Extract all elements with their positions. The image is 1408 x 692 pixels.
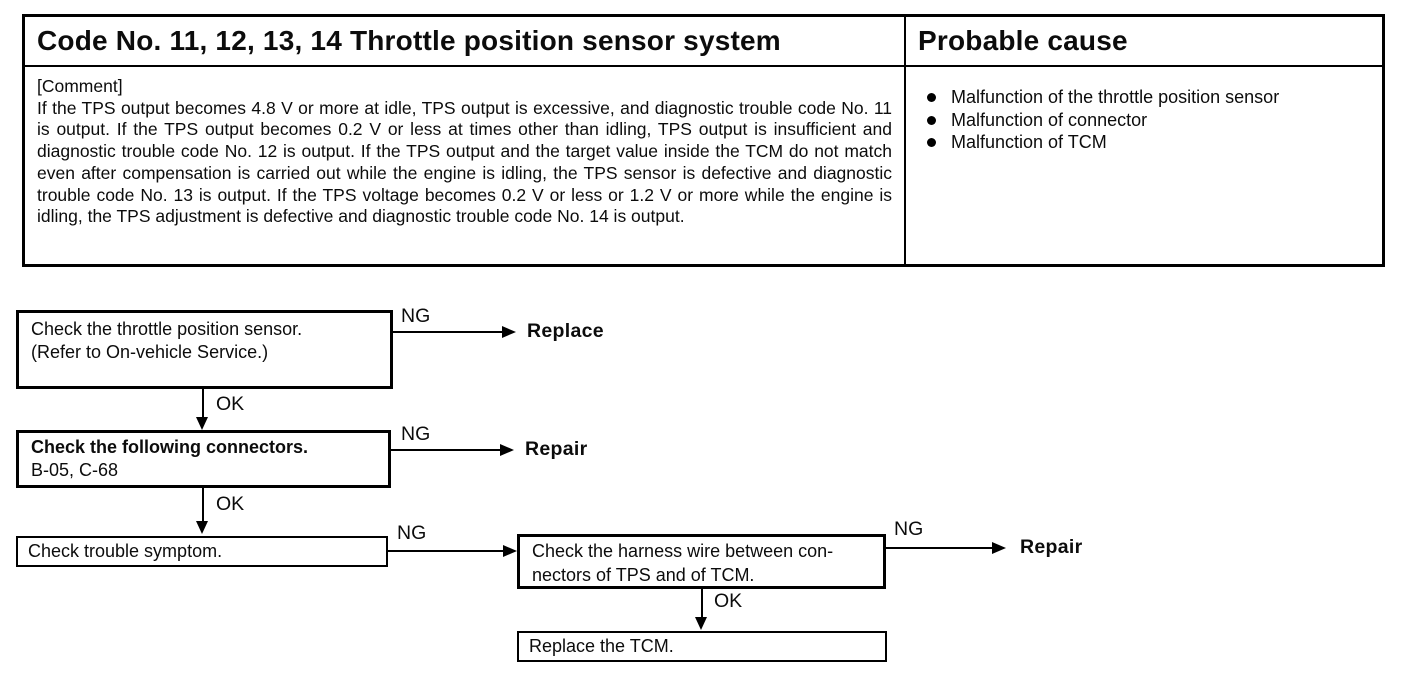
arrow-line [202,488,204,522]
ng-label-1: NG [401,305,431,327]
ng-label-3: NG [397,522,427,544]
arrow-head-right-icon [992,542,1006,554]
comment-label: [Comment] [37,76,123,96]
ng-label-2: NG [401,423,431,445]
flow-step-2: Check the following connectors. B-05, C-… [16,430,391,488]
replace-result: Replace [527,320,604,342]
arrow-line [886,547,993,549]
probable-cause-item: Malfunction of TCM [906,131,1376,154]
flow-step-5: Replace the TCM. [517,631,887,662]
bullet-icon [927,115,936,125]
repair-result-1: Repair [525,438,588,460]
arrow-head-down-icon [695,617,707,630]
probable-cause-text: Malfunction of the throttle position sen… [951,87,1280,107]
flow-step-4-line-2: nectors of TPS and of TCM. [532,565,755,585]
ok-label-3: OK [714,590,743,612]
probable-cause-header: Probable cause [906,17,1382,67]
flow-step-4: Check the harness wire between con- nect… [517,534,886,589]
flow-step-2-line-2: B-05, C-68 [31,460,119,480]
arrow-line [391,449,501,451]
arrow-line [701,589,703,619]
arrow-head-right-icon [500,444,514,456]
arrow-head-right-icon [503,545,517,557]
probable-cause-list: Malfunction of the throttle position sen… [906,67,1382,264]
flow-step-3: Check trouble symptom. [16,536,388,567]
bullet-icon [927,138,936,148]
arrow-line [393,331,503,333]
code-title: Code No. 11, 12, 13, 14 Throttle positio… [25,17,904,67]
flow-step-1-line-1: Check the throttle position sensor. [31,319,303,339]
flow-step-5-line-1: Replace the TCM. [529,636,674,656]
probable-cause-item: Malfunction of the throttle position sen… [906,86,1376,109]
arrow-head-right-icon [502,326,516,338]
bullet-icon [927,93,936,102]
flow-step-1-line-2: (Refer to On-vehicle Service.) [31,342,269,362]
arrow-line [388,550,504,552]
repair-result-2: Repair [1020,536,1083,558]
arrow-head-down-icon [196,417,208,430]
flow-step-1: Check the throttle position sensor. (Ref… [16,310,393,389]
ok-label-2: OK [216,493,245,515]
flow-step-3-line-1: Check trouble symptom. [28,541,223,561]
flow-step-2-line-1: Check the following connectors. [31,437,309,457]
flow-step-4-line-1: Check the harness wire between con- [532,541,834,561]
arrow-head-down-icon [196,521,208,534]
arrow-line [202,389,204,420]
ok-label-1: OK [216,393,245,415]
probable-cause-item: Malfunction of connector [906,109,1376,132]
ng-label-4: NG [894,518,924,540]
probable-cause-text: Malfunction of TCM [951,132,1107,153]
dtc-table-right-column: Probable cause Malfunction of the thrott… [906,17,1382,264]
dtc-table: Code No. 11, 12, 13, 14 Throttle positio… [22,14,1385,267]
dtc-table-left-column: Code No. 11, 12, 13, 14 Throttle positio… [25,17,906,264]
comment-cell: [Comment] If the TPS output becomes 4.8 … [25,67,904,264]
probable-cause-text: Malfunction of connector [951,109,1148,130]
comment-paragraph: If the TPS output becomes 4.8 V or more … [37,97,892,227]
